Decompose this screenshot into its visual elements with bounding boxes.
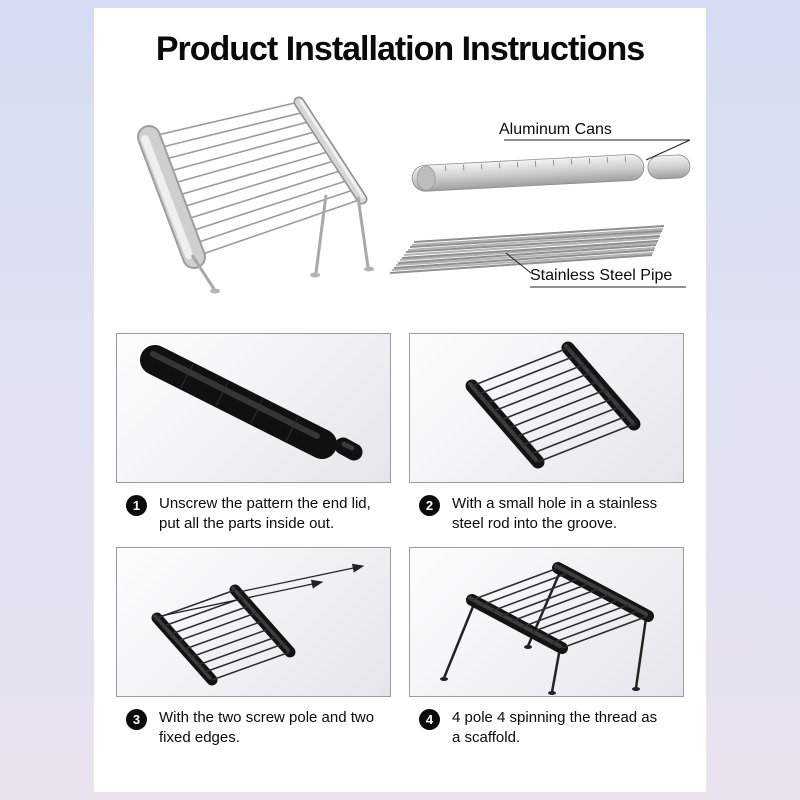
step-2-caption: 2 With a small hole in a stainless steel…: [409, 483, 684, 547]
step-2-text: With a small hole in a stainless steel r…: [452, 495, 658, 533]
grill-legs: [190, 194, 370, 290]
grill-right-tube: [293, 96, 368, 205]
step-2-image: [409, 333, 684, 484]
steel-rods: [471, 347, 635, 463]
groove-tubes: [466, 562, 654, 655]
steel-pipe-bundle-illustration: [389, 225, 665, 275]
callout-lines: [504, 139, 691, 288]
step-4-illustration: [440, 562, 654, 696]
step-1-image: [116, 333, 391, 484]
step-4-marker: 4: [419, 709, 440, 731]
step-1-text: Unscrew the pattern the end lid, put all…: [159, 495, 371, 533]
parts-diagram: Aluminum Cans Stainless Steel Pipe: [94, 77, 706, 329]
end-lid: [334, 437, 363, 461]
assembled-grill-illustration: [137, 96, 374, 294]
installation-steps: 1 Unscrew the pattern the end lid, put a…: [116, 333, 684, 761]
page-title: Product Installation Instructions: [155, 30, 645, 68]
steel-rods: [156, 589, 291, 681]
tube-ridges: [180, 363, 299, 442]
step-3-marker: 3: [126, 709, 147, 731]
can-ridges: [445, 156, 627, 172]
scaffold-feet: [440, 645, 640, 696]
step-4-caption: 4 4 pole 4 spinning the thread as a scaf…: [409, 697, 684, 761]
step-4-image: [409, 547, 684, 698]
label-stainless-steel-pipe: Stainless Steel Pipe: [530, 267, 673, 285]
rod-hooks: [566, 346, 636, 426]
step-1-caption: 1 Unscrew the pattern the end lid, put a…: [116, 483, 391, 547]
groove-tubes: [465, 341, 641, 469]
step-3-image: [116, 547, 391, 698]
steel-rods: [471, 567, 649, 649]
screw-pole-arrows: [160, 563, 365, 617]
step-4-text: 4 pole 4 spinning the thread as a scaffo…: [452, 709, 658, 747]
instruction-sheet: Product Installation Instructions: [94, 8, 706, 792]
step-2-marker: 2: [419, 495, 440, 517]
step-3-illustration: [151, 563, 365, 686]
grill-left-tube: [137, 125, 206, 270]
grill-grate-rods: [148, 101, 363, 258]
step-2-illustration: [465, 341, 641, 469]
parts-diagram-illustration: [137, 96, 691, 294]
grill-feet: [210, 266, 374, 294]
aluminum-can-illustration: [411, 154, 691, 192]
step-1-illustration: [140, 345, 363, 461]
label-aluminum-cans: Aluminum Cans: [499, 121, 612, 139]
step-3-caption: 3 With the two screw pole and two fixed …: [116, 697, 391, 761]
step-1-marker: 1: [126, 495, 147, 517]
scaffold-legs: [442, 571, 648, 693]
step-3-text: With the two screw pole and two fixed ed…: [159, 709, 375, 747]
